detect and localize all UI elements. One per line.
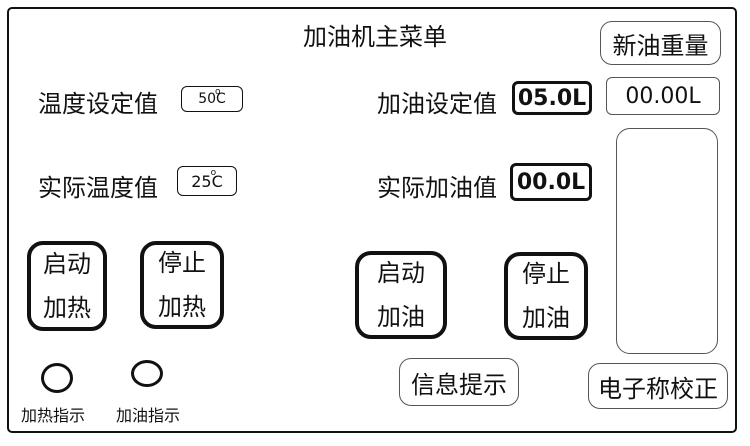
actual-temp-value: 25 xyxy=(191,171,212,191)
fuel-setpoint-field[interactable]: 05.0L xyxy=(512,81,592,115)
new-oil-weight-button[interactable]: 新油重量 xyxy=(600,21,721,65)
temp-setpoint-value: 50 xyxy=(198,91,217,107)
oil-level-gauge xyxy=(616,128,718,354)
page-title: 加油机主菜单 xyxy=(303,23,447,51)
fuel-setpoint-label: 加油设定值 xyxy=(377,90,497,118)
fuel-indicator-lamp xyxy=(131,360,163,387)
actual-temp-label: 实际温度值 xyxy=(38,174,158,202)
actual-fuel-field: 00.0L xyxy=(510,163,592,201)
info-button[interactable]: 信息提示 xyxy=(399,358,519,406)
actual-fuel-label: 实际加油值 xyxy=(377,174,497,202)
start-heat-button[interactable]: 启动 加热 xyxy=(27,241,107,331)
degree-symbol: o xyxy=(215,87,221,97)
fuel-indicator-label: 加油指示 xyxy=(116,406,181,425)
stop-fuel-button[interactable]: 停止 加油 xyxy=(504,252,588,340)
scale-calibration-button[interactable]: 电子称校正 xyxy=(588,363,728,409)
weight-readout: 00.00L xyxy=(606,77,720,115)
start-fuel-button[interactable]: 启动 加油 xyxy=(355,251,447,339)
temp-setpoint-label: 温度设定值 xyxy=(38,90,158,118)
main-panel xyxy=(7,7,737,433)
degree-symbol: o xyxy=(210,167,217,178)
heat-indicator-lamp xyxy=(41,363,73,393)
stop-heat-button[interactable]: 停止 加热 xyxy=(140,241,224,329)
heat-indicator-label: 加热指示 xyxy=(21,406,86,425)
